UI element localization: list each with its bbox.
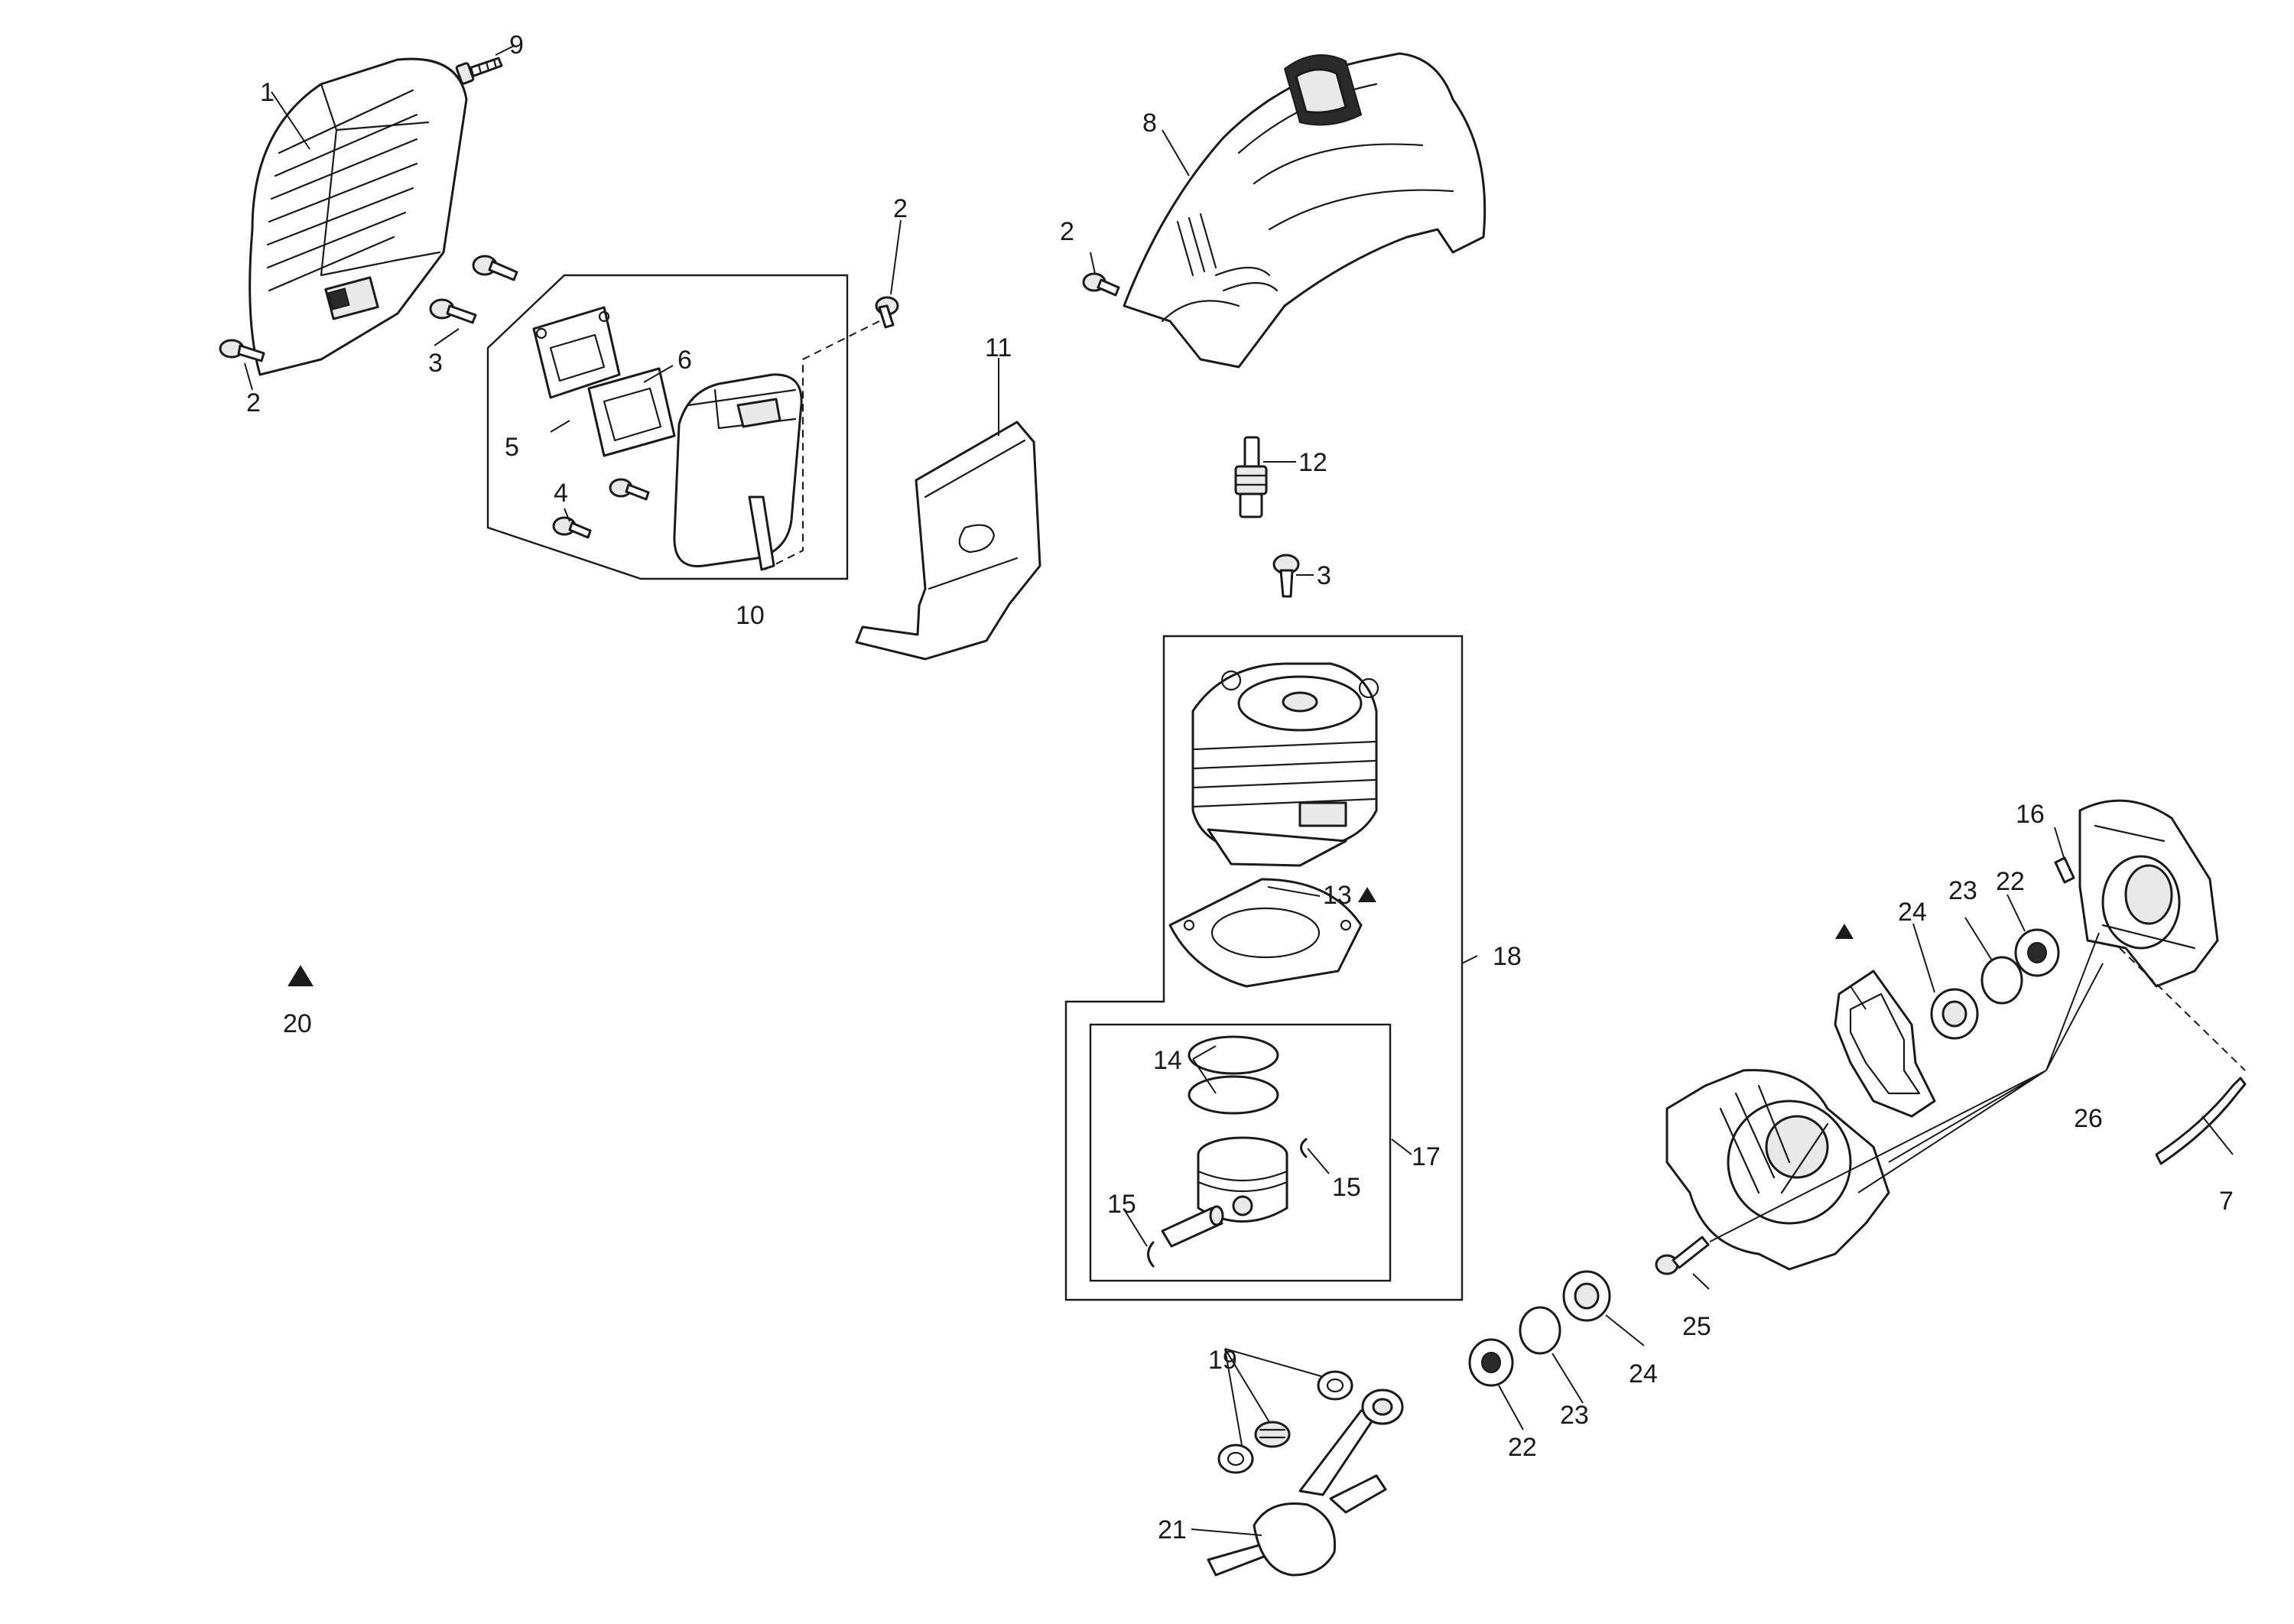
part-11-heat-shield[interactable]	[855, 421, 1041, 661]
callout-23-top: 23	[1948, 876, 1977, 905]
callout-19: 19	[1208, 1346, 1237, 1375]
dash-muffler-screw	[764, 320, 880, 570]
callout-12: 12	[1298, 448, 1327, 477]
callout-10: 10	[736, 601, 765, 630]
callout-3-center: 3	[1317, 561, 1331, 590]
part-10-muffler[interactable]	[673, 373, 803, 571]
callout-26: 26	[2074, 1104, 2103, 1133]
callout-24-bottom: 24	[1629, 1359, 1658, 1389]
callout-15-left: 15	[1107, 1190, 1136, 1219]
part-2-screw-left[interactable]	[219, 339, 265, 362]
callout-25: 25	[1682, 1312, 1711, 1341]
part-piston-pin[interactable]	[1161, 1205, 1224, 1248]
part-12-spark-plug[interactable]	[1234, 436, 1268, 518]
callout-2-top-cover: 2	[1060, 217, 1074, 246]
callout-21: 21	[1158, 1515, 1187, 1544]
callout-labels: 1 9 2 3 5 6 4 10 2 11 8 2 12 3 13 18 14 …	[246, 31, 2234, 1544]
callout-23-bottom: 23	[1560, 1401, 1589, 1430]
part-3-screw-center[interactable]	[1272, 554, 1300, 598]
part-19-needle-bearing[interactable]	[1254, 1421, 1291, 1448]
part-6-gasket[interactable]	[587, 367, 676, 457]
part-5-flange[interactable]	[532, 306, 621, 399]
part-13-cylinder-gasket[interactable]	[1168, 878, 1363, 988]
part-25-bolt[interactable]	[1655, 1236, 1710, 1275]
part-14-piston-rings[interactable]	[1188, 1035, 1279, 1115]
part-crankcase-gasket[interactable]	[1834, 970, 1936, 1118]
callout-8: 8	[1142, 109, 1157, 138]
callout-14: 14	[1153, 1046, 1182, 1075]
callout-11: 11	[985, 333, 1012, 362]
callout-9: 9	[509, 31, 524, 60]
leader-lines	[244, 45, 2234, 1536]
part-23-snap-ring-bottom[interactable]	[1519, 1306, 1561, 1355]
part-9-screw[interactable]	[455, 57, 503, 85]
group-18-cylinder-box	[1064, 635, 1464, 1301]
callout-7: 7	[2219, 1187, 2234, 1216]
callout-6: 6	[677, 346, 692, 375]
part-4-screw-upper[interactable]	[609, 478, 650, 501]
group-17-piston-box	[1089, 1023, 1392, 1282]
callout-13: 13	[1323, 881, 1352, 910]
callout-5: 5	[505, 433, 519, 462]
part-24-bearing-top[interactable]	[1930, 988, 1979, 1040]
part-3-screw-lower[interactable]	[429, 298, 477, 324]
callout-3-left: 3	[428, 349, 443, 378]
callout-15-right: 15	[1332, 1173, 1361, 1202]
callout-16: 16	[2016, 800, 2045, 829]
part-7-fuel-tube[interactable]	[2155, 1077, 2247, 1165]
kit-triangle-13	[1358, 887, 1376, 902]
callout-1: 1	[260, 78, 275, 107]
group-10-muffler-box	[486, 274, 849, 580]
kit-triangle-20	[288, 965, 314, 986]
kit-triangle-gasket	[1835, 924, 1854, 939]
callout-22-top: 22	[1996, 867, 2025, 896]
callout-20: 20	[283, 1009, 312, 1038]
part-21-crankshaft[interactable]	[1207, 1389, 1404, 1577]
callout-2-left: 2	[246, 388, 261, 417]
part-24-bearing-bottom[interactable]	[1562, 1270, 1611, 1322]
part-2-screw-top-cover[interactable]	[1082, 272, 1120, 297]
part-22-seal-top[interactable]	[2014, 928, 2060, 977]
part-1-fan-housing[interactable]	[249, 57, 468, 376]
part-8-top-cover[interactable]	[1123, 52, 1487, 369]
part-16-dowel-pin[interactable]	[2054, 856, 2075, 884]
part-19-washer-right[interactable]	[1317, 1370, 1353, 1401]
part-15-circlip-right[interactable]	[1300, 1138, 1308, 1158]
part-2-screw-muffler[interactable]	[875, 296, 899, 329]
kit-marks	[288, 887, 1854, 986]
callout-18: 18	[1493, 942, 1522, 971]
callout-2-muffler: 2	[893, 194, 908, 223]
callout-24-top: 24	[1898, 898, 1927, 927]
callout-22-bottom: 22	[1508, 1433, 1537, 1462]
part-23-snap-ring-top[interactable]	[1980, 956, 2023, 1005]
dash-fuel-tube	[2119, 947, 2246, 1071]
callout-17: 17	[1412, 1142, 1441, 1171]
part-18-cylinder[interactable]	[1191, 662, 1379, 867]
part-4-screw-lower[interactable]	[552, 516, 592, 539]
part-19-washer-left[interactable]	[1217, 1444, 1254, 1474]
part-26-crankcase-right[interactable]	[2078, 799, 2219, 988]
part-22-seal-bottom[interactable]	[1468, 1338, 1514, 1387]
part-17-piston[interactable]	[1197, 1136, 1288, 1223]
part-3-screw-upper[interactable]	[472, 255, 518, 281]
part-15-circlip-left[interactable]	[1147, 1241, 1155, 1268]
callout-4: 4	[554, 479, 568, 508]
part-26-crankcase-left[interactable]	[1665, 1069, 1890, 1271]
